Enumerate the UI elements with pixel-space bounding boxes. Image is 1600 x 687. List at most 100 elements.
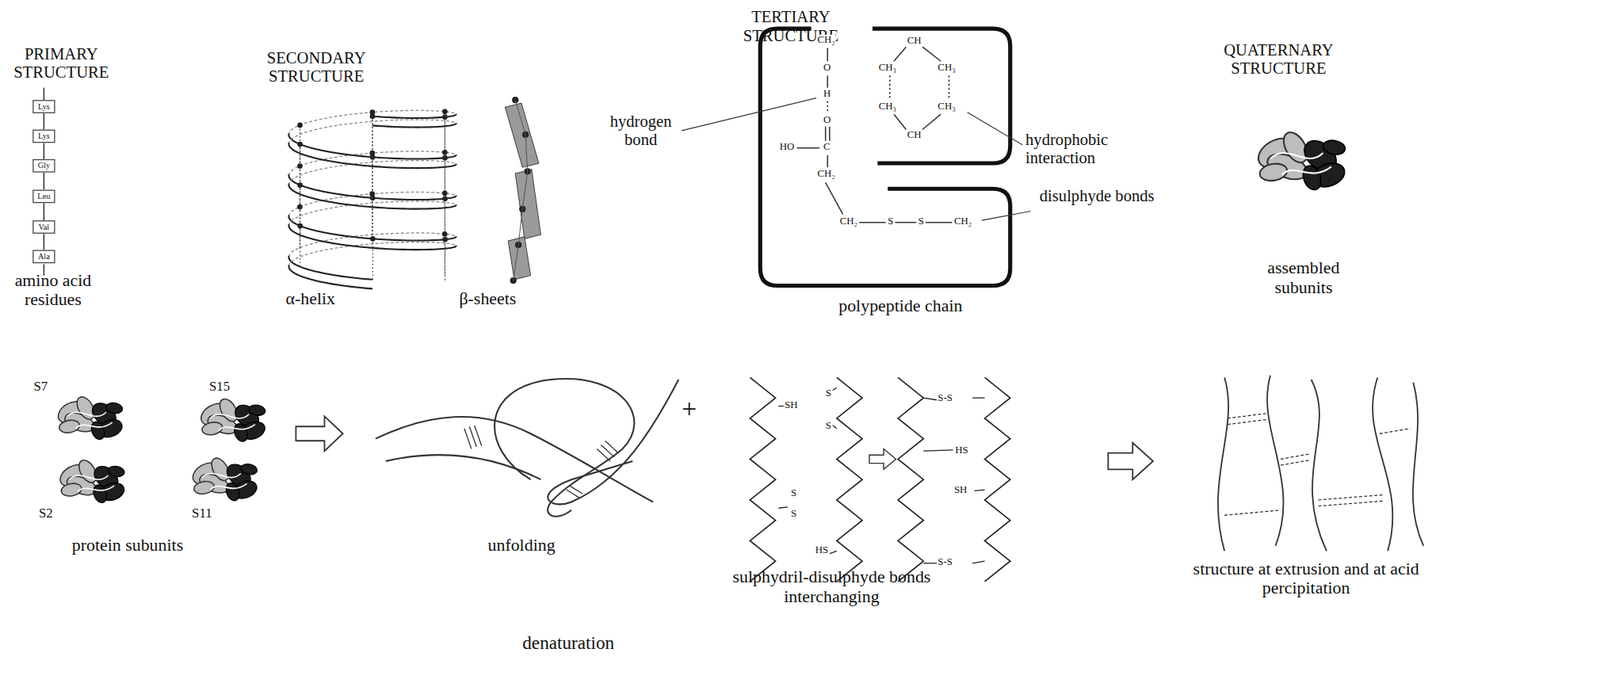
label: amino acid residues bbox=[2, 270, 105, 310]
process-arrow bbox=[1107, 442, 1154, 480]
label: QUATERNARY STRUCTURE bbox=[1191, 41, 1366, 78]
helix-atom bbox=[297, 204, 303, 211]
bond bbox=[923, 450, 953, 451]
chemical-group: S bbox=[790, 487, 799, 498]
bond bbox=[922, 114, 941, 130]
helix-hbond bbox=[371, 112, 373, 154]
helix-hbond bbox=[372, 198, 374, 240]
label: SECONDARY STRUCTURE bbox=[244, 49, 388, 86]
chemical-group: CH₃ bbox=[877, 62, 898, 73]
helix-atom bbox=[369, 150, 375, 157]
chemical-group: CH₂ bbox=[838, 216, 859, 227]
aggregated-chains bbox=[1218, 375, 1424, 551]
bond bbox=[826, 48, 829, 62]
bond bbox=[797, 147, 820, 149]
leader-line bbox=[981, 211, 1032, 222]
polypeptide-outline bbox=[872, 28, 1011, 164]
amino-acid-box: Lys bbox=[32, 99, 55, 114]
label: disulphyde bonds bbox=[1035, 187, 1159, 206]
zigzag-chain bbox=[749, 377, 776, 582]
process-arrow bbox=[295, 416, 343, 451]
bond bbox=[825, 182, 844, 214]
amino-acid-name: Lys bbox=[38, 102, 50, 112]
chemical-group: S-S bbox=[936, 393, 954, 404]
bond bbox=[826, 75, 829, 88]
helix-atom bbox=[442, 231, 448, 237]
peptide-bond bbox=[43, 143, 46, 160]
leader-line bbox=[681, 98, 817, 131]
chemical-group: S bbox=[824, 420, 833, 432]
zigzag-chain bbox=[985, 377, 1011, 582]
helix-back bbox=[288, 110, 456, 279]
chemical-group: S bbox=[917, 216, 926, 227]
label: + bbox=[681, 393, 697, 424]
chemical-group: HS bbox=[954, 444, 970, 455]
label: protein subunits bbox=[71, 535, 184, 556]
amino-acid-name: Ala bbox=[38, 252, 50, 262]
label: α-helix bbox=[286, 288, 337, 309]
helix-hbond bbox=[444, 193, 446, 235]
beta-atom bbox=[511, 96, 519, 104]
beta-strand bbox=[504, 103, 539, 168]
chemical-group: S bbox=[886, 216, 895, 227]
helix-atom bbox=[442, 108, 448, 115]
helix-hbond bbox=[372, 238, 374, 280]
chemical-group: CH₂ bbox=[953, 216, 974, 227]
polypeptide-outline bbox=[759, 28, 1010, 286]
unfolded-chain bbox=[375, 416, 653, 502]
hydrophobic-line bbox=[889, 75, 891, 100]
bond bbox=[974, 489, 986, 491]
bond bbox=[923, 562, 937, 564]
bond bbox=[922, 46, 941, 62]
label: hydrogen bond bbox=[599, 112, 682, 149]
label: S2 bbox=[38, 506, 54, 522]
bond bbox=[828, 126, 831, 142]
hydrogen-bond-line bbox=[826, 100, 829, 113]
bond bbox=[824, 126, 827, 142]
chemical-group: CH₃ bbox=[936, 62, 957, 73]
amino-acid-box: Leu bbox=[32, 189, 55, 203]
protein-subunit bbox=[54, 393, 125, 442]
helix-atom bbox=[297, 223, 303, 230]
chemical-group: HO bbox=[778, 141, 795, 153]
hydrophobic-line bbox=[948, 75, 951, 100]
helix-atom bbox=[369, 190, 375, 197]
amino-acid-name: Val bbox=[38, 222, 50, 233]
chemical-group: C bbox=[822, 141, 832, 153]
helix-atom bbox=[442, 149, 448, 156]
label: S11 bbox=[191, 506, 212, 522]
bond bbox=[826, 155, 829, 168]
chemical-group: H bbox=[822, 88, 833, 100]
helix-front bbox=[372, 122, 457, 127]
bond bbox=[972, 561, 985, 564]
chemical-group: SH bbox=[783, 400, 799, 411]
helix-atom bbox=[297, 141, 303, 148]
helix-atom bbox=[297, 122, 303, 129]
label: polypeptide chain bbox=[831, 295, 970, 316]
helix-hbond bbox=[444, 233, 446, 275]
beta-backbone bbox=[513, 99, 528, 281]
protein-subunit bbox=[56, 457, 127, 505]
bond-marks bbox=[464, 425, 619, 498]
label: TERTIARY STRUCTURE bbox=[714, 7, 867, 45]
amino-acid-box: Lys bbox=[32, 129, 55, 144]
unfolded-chain bbox=[547, 379, 679, 505]
beta-strand bbox=[507, 236, 531, 280]
chemical-group: S bbox=[790, 507, 799, 519]
label: hydrophobic interaction bbox=[1025, 130, 1143, 168]
bond bbox=[778, 507, 788, 508]
crosslinks bbox=[1224, 412, 1410, 516]
amino-acid-box: Val bbox=[32, 220, 55, 234]
unfolded-chain bbox=[385, 454, 542, 480]
beta-strand bbox=[515, 169, 541, 240]
chain-stub bbox=[43, 87, 46, 100]
chemical-group: HS bbox=[814, 545, 830, 556]
helix-front bbox=[288, 224, 456, 250]
label: denaturation bbox=[522, 632, 615, 653]
amino-acid-box: Gly bbox=[32, 159, 55, 173]
leader-line bbox=[967, 112, 1024, 146]
helix-atom bbox=[297, 163, 303, 169]
bond bbox=[894, 221, 917, 224]
label: sulphydril-disulphyde bonds interchangin… bbox=[714, 567, 949, 607]
bond bbox=[925, 221, 952, 224]
